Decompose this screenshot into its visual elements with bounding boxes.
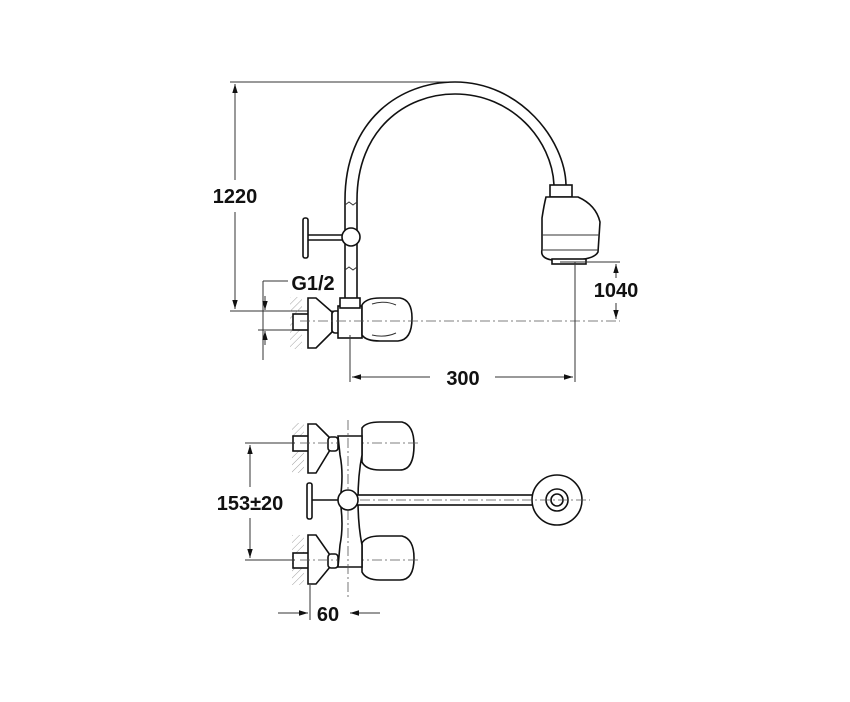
- top-view: 153±20 60: [217, 420, 590, 626]
- side-view: 1220 G1/2: [213, 81, 639, 390]
- dimension-label-1220: 1220: [213, 186, 258, 208]
- lower-wall-flange: [307, 534, 331, 585]
- dimension-label-thread: G1/2: [291, 273, 334, 295]
- dimension-label-60: 60: [317, 604, 339, 626]
- hose-nut: [339, 297, 361, 309]
- dimension-153: 153±20: [217, 442, 295, 561]
- upper-wall-flange: [307, 423, 331, 474]
- wall-flange: [307, 297, 333, 349]
- shower-head: [540, 184, 601, 265]
- hose-holder: [302, 217, 361, 259]
- flexible-hose: [344, 81, 567, 298]
- dimension-label-153: 153±20: [217, 493, 284, 515]
- dimension-1040: 1040: [560, 261, 639, 319]
- dimension-label-300: 300: [446, 368, 479, 390]
- upper-valve-knob: [361, 421, 415, 471]
- lower-valve-knob: [361, 535, 415, 581]
- valve-knob: [361, 297, 413, 342]
- dimension-300: 300: [349, 262, 576, 390]
- dimension-label-1040: 1040: [594, 280, 639, 302]
- dimension-1220: 1220: [213, 81, 455, 312]
- inlet-nipple: [292, 313, 310, 331]
- valve-body: [337, 305, 363, 339]
- dimension-60: 60: [278, 585, 380, 626]
